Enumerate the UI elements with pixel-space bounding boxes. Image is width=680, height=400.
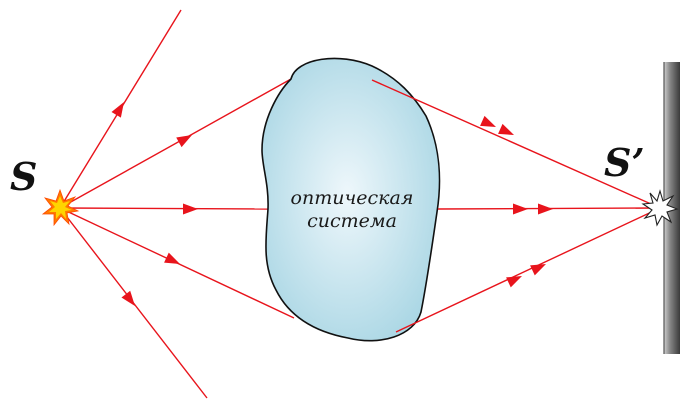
ray-top-in: [59, 78, 292, 209]
image-label: S’: [604, 140, 645, 185]
optical-system-blob: [261, 57, 441, 342]
rays-outer: [59, 9, 208, 399]
arrow-down: [121, 290, 135, 306]
system-label-line1: оптическая: [291, 187, 414, 209]
star-outline-icon: [641, 189, 679, 227]
arrow-bottom-out-1: [506, 276, 522, 288]
system-label-line2: система: [307, 210, 397, 232]
ray-bottom-out: [395, 207, 661, 333]
arrow-up: [111, 102, 124, 118]
arrow-bottom-in: [164, 252, 180, 264]
ray-top-out: [371, 79, 661, 209]
star-burst-icon: [41, 188, 80, 227]
arrow-top-out-2: [498, 123, 514, 135]
arrow-bottom-out-2: [530, 264, 546, 276]
arrow-mid-in: [183, 203, 198, 215]
arrow-top-out-1: [480, 115, 496, 127]
rays-incoming: [59, 78, 295, 319]
arrow-top-in: [176, 135, 192, 148]
arrow-mid-out-2: [538, 203, 553, 215]
arrow-mid-out-1: [513, 203, 528, 215]
source-label: S: [10, 154, 37, 199]
ray-mid-in: [59, 207, 269, 210]
ray-arrows: [111, 102, 553, 306]
